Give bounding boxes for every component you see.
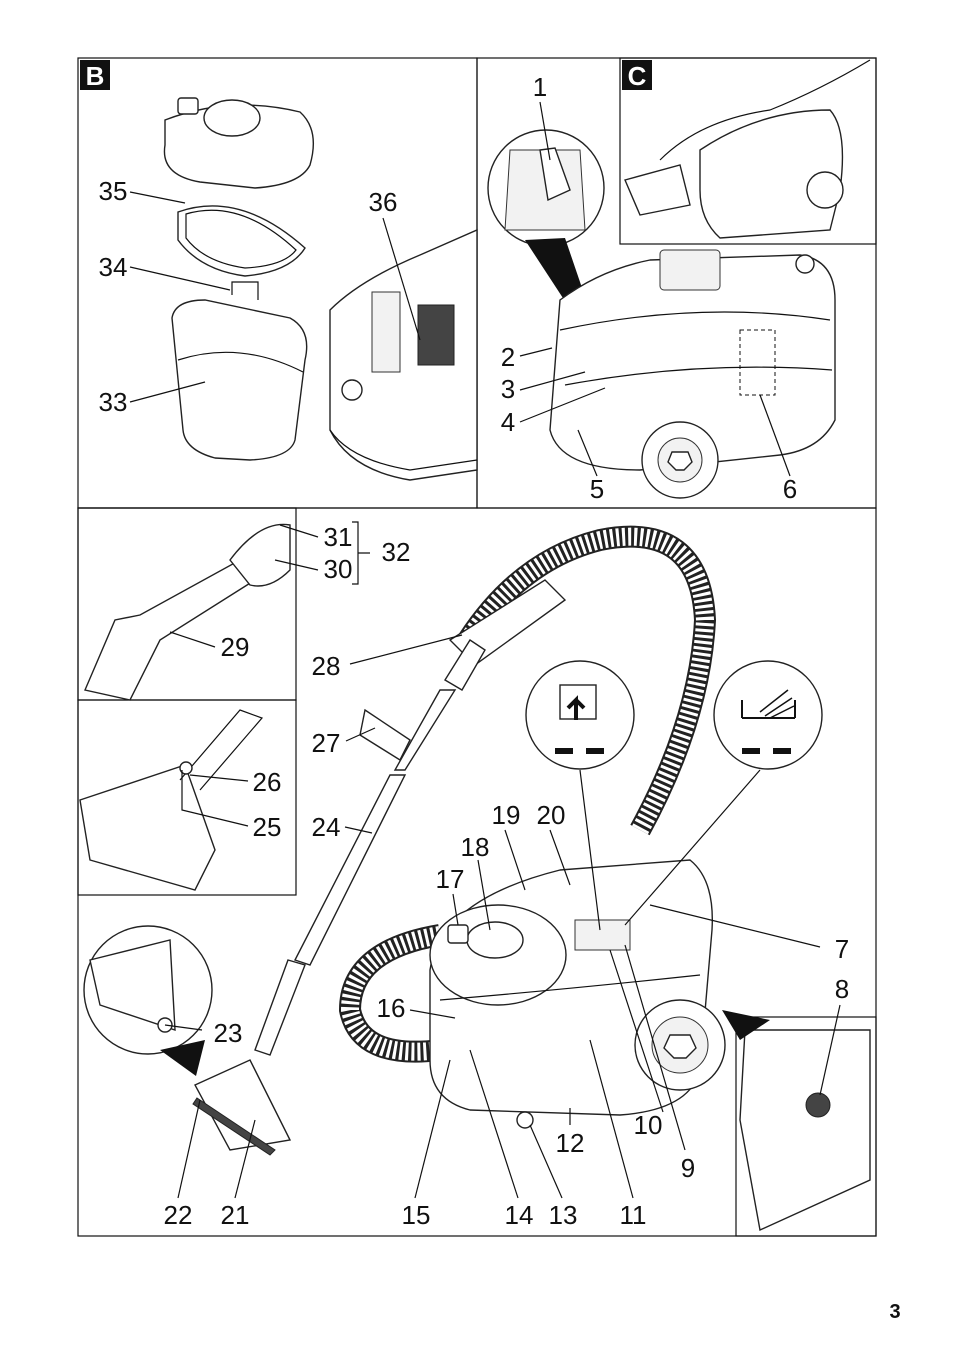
- callout-20: 20: [537, 800, 566, 830]
- callout-11: 11: [620, 1200, 647, 1230]
- panel-c-illustration: [487, 59, 871, 499]
- callout-19: 19: [492, 800, 521, 830]
- callout-32: 32: [382, 537, 411, 567]
- panel-tag-b: B: [80, 60, 110, 91]
- callout-21: 21: [221, 1200, 250, 1230]
- panel-frames: [77, 57, 877, 1237]
- panel-tag-c: C: [622, 60, 652, 91]
- callout-22: 22: [164, 1200, 193, 1230]
- callout-23: 23: [214, 1018, 243, 1048]
- panel-b-illustration: [163, 97, 478, 481]
- callout-30: 30: [324, 554, 353, 584]
- callout-27: 27: [312, 728, 341, 758]
- callout-4: 4: [501, 407, 515, 437]
- main-illustration: [79, 523, 871, 1232]
- page-number: 3: [889, 1301, 900, 1323]
- callout-33: 33: [99, 387, 128, 417]
- leader-lines: [129, 101, 841, 1199]
- callout-15: 15: [402, 1200, 431, 1230]
- callout-7: 7: [835, 934, 849, 964]
- callout-5: 5: [590, 474, 604, 504]
- callout-25: 25: [253, 812, 282, 842]
- callout-14: 14: [505, 1200, 534, 1230]
- callout-12: 12: [556, 1128, 585, 1158]
- callout-17: 17: [436, 864, 465, 894]
- callout-18: 18: [461, 832, 490, 862]
- callout-34: 34: [99, 252, 128, 282]
- callout-28: 28: [312, 651, 341, 681]
- callout-6: 6: [783, 474, 797, 504]
- svg-text:C: C: [628, 61, 647, 91]
- svg-text:B: B: [86, 61, 105, 91]
- callout-35: 35: [99, 176, 128, 206]
- callout-2: 2: [501, 342, 515, 372]
- callout-9: 9: [681, 1153, 695, 1183]
- callout-36: 36: [369, 187, 398, 217]
- callout-29: 29: [221, 632, 250, 662]
- callout-31: 31: [324, 522, 353, 552]
- callout-8: 8: [835, 974, 849, 1004]
- callout-labels: 1 2 3 4 5 6 7 8 9 10 11 12 13 14 15 16 1…: [99, 72, 850, 1230]
- callout-10: 10: [634, 1110, 663, 1140]
- callout-16: 16: [377, 993, 406, 1023]
- callout-24: 24: [312, 812, 341, 842]
- callout-1: 1: [533, 72, 547, 102]
- callout-13: 13: [549, 1200, 578, 1230]
- callout-26: 26: [253, 767, 282, 797]
- callout-3: 3: [501, 374, 515, 404]
